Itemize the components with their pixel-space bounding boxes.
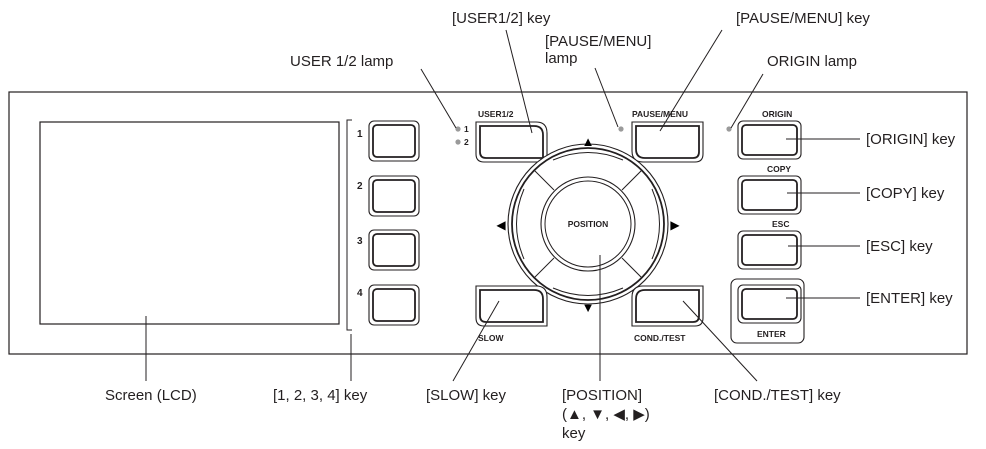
number-key-3[interactable] [368, 229, 420, 271]
cond-test-key[interactable] [631, 285, 704, 327]
callout-pause-menu-lamp-line1: [PAUSE/MENU] [545, 33, 651, 50]
callout-slow-key: [SLOW] key [426, 387, 507, 404]
number-key-2[interactable] [368, 175, 420, 217]
copy-key[interactable] [737, 175, 802, 215]
number-key-1[interactable] [368, 120, 420, 162]
callout-pause-menu-lamp-line2: lamp [545, 50, 578, 67]
arrow-right-icon: ▶ [670, 218, 680, 232]
position-pad [507, 143, 669, 305]
copy-key-label: COPY [767, 164, 791, 174]
enter-key[interactable] [737, 284, 802, 324]
esc-key[interactable] [737, 230, 802, 270]
callout-number-keys: [1, 2, 3, 4] key [273, 387, 368, 404]
position-center-label: POSITION [568, 219, 609, 229]
enter-key-label: ENTER [757, 329, 786, 339]
origin-lamp-dot [726, 126, 732, 132]
arrow-down-icon: ▼ [582, 300, 595, 315]
callout-enter-key: [ENTER] key [866, 290, 953, 307]
callout-pause-menu-key: [PAUSE/MENU] key [736, 10, 870, 27]
user2-lamp-dot [455, 139, 461, 145]
user12-key[interactable] [475, 121, 548, 163]
pause-menu-lamp-dot [618, 126, 624, 132]
user1-lamp-label: 1 [464, 124, 469, 134]
number-key-4-label: 4 [357, 288, 363, 299]
number-keys-bracket [346, 119, 352, 331]
callout-origin-key: [ORIGIN] key [866, 131, 956, 148]
callout-user12-lamp: USER 1/2 lamp [290, 53, 393, 70]
arrow-up-icon: ▲ [582, 134, 595, 149]
number-key-1-label: 1 [357, 129, 363, 140]
number-key-2-label: 2 [357, 181, 363, 192]
origin-key[interactable] [737, 120, 802, 160]
callout-position-line3: key [562, 425, 586, 442]
callout-origin-lamp: ORIGIN lamp [767, 53, 857, 70]
number-key-3-label: 3 [357, 236, 363, 247]
number-key-4[interactable] [368, 284, 420, 326]
cond-test-key-label: COND./TEST [634, 333, 686, 343]
callout-position-line1: [POSITION] [562, 387, 642, 404]
arrow-left-icon: ◀ [496, 218, 506, 232]
user1-lamp-dot [455, 126, 461, 132]
callout-copy-key: [COPY] key [866, 185, 945, 202]
pause-menu-key-label: PAUSE/MENU [632, 109, 688, 119]
slow-key-label: SLOW [478, 333, 504, 343]
user12-key-label: USER1/2 [478, 109, 514, 119]
slow-key[interactable] [475, 285, 548, 327]
callout-screen: Screen (LCD) [105, 387, 197, 404]
origin-key-label: ORIGIN [762, 109, 792, 119]
callout-position-line2: (▲, ▼, ◀, ▶) [562, 406, 650, 423]
pause-menu-key[interactable] [631, 121, 704, 163]
esc-key-label: ESC [772, 219, 789, 229]
callout-cond-test-key: [COND./TEST] key [714, 387, 841, 404]
callout-user12-key: [USER1/2] key [452, 10, 551, 27]
user2-lamp-label: 2 [464, 137, 469, 147]
lcd-screen [39, 121, 340, 325]
callout-esc-key: [ESC] key [866, 238, 933, 255]
